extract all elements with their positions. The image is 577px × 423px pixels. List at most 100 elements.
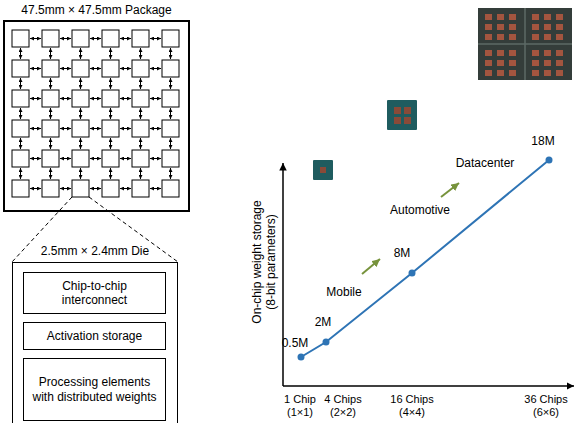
x-axis — [283, 385, 574, 387]
die — [532, 70, 539, 76]
scaling-line — [301, 160, 549, 357]
axis-tick-label: 36 Chips (6×6) — [518, 393, 574, 419]
chip-link — [60, 38, 71, 39]
die — [485, 50, 492, 56]
chip-square — [12, 60, 29, 77]
die — [509, 34, 516, 40]
chip-link — [170, 48, 171, 59]
die — [497, 50, 504, 56]
outline-heading: 2.5mm × 2.4mm Die — [13, 244, 177, 258]
chip-link — [50, 78, 51, 89]
value-label: 18M — [531, 134, 554, 148]
die — [320, 167, 326, 173]
axis-tick-label: 16 Chips (4×4) — [382, 393, 442, 419]
axis-title: On-chip weight storage (8-bit parameters… — [250, 192, 279, 332]
chip-square — [102, 30, 119, 47]
die — [544, 60, 551, 66]
chip-link — [150, 158, 161, 159]
chip-link — [80, 78, 81, 89]
chip-link — [60, 188, 71, 189]
trend-arrow — [441, 183, 459, 197]
chip-square — [42, 60, 59, 77]
outline-heading: 47.5mm × 47.5mm Package — [5, 3, 188, 17]
die — [556, 14, 563, 20]
chip-square — [42, 30, 59, 47]
chip-link — [170, 108, 171, 119]
chip-link — [50, 108, 51, 119]
chip-grid — [12, 30, 179, 197]
chip-square — [102, 150, 119, 167]
chip-link — [110, 78, 111, 89]
chip-link — [30, 68, 41, 69]
die — [509, 50, 516, 56]
chip-link — [170, 78, 171, 89]
chip-square — [102, 60, 119, 77]
chip-link — [20, 78, 21, 89]
chip-square — [102, 180, 119, 197]
chip-link — [90, 98, 101, 99]
chip-square — [12, 30, 29, 47]
chip-square — [72, 30, 89, 47]
chip-link — [30, 128, 41, 129]
chip-square — [132, 120, 149, 137]
chip-link — [140, 108, 141, 119]
die — [544, 50, 551, 56]
chip-square — [102, 90, 119, 107]
die — [544, 14, 551, 20]
chip-link — [120, 188, 131, 189]
chip-link — [110, 138, 111, 149]
chip-link — [50, 138, 51, 149]
die — [556, 60, 563, 66]
quadrant-divider — [478, 43, 572, 45]
data-point — [546, 157, 553, 164]
chip-link — [120, 38, 131, 39]
die-block: Chip-to-chip interconnect — [23, 272, 166, 314]
chip-square — [132, 60, 149, 77]
chip-link — [150, 128, 161, 129]
market-label: Mobile — [326, 285, 361, 299]
chip-square — [132, 150, 149, 167]
chip-square — [162, 150, 179, 167]
die — [532, 24, 539, 30]
die — [544, 70, 551, 76]
chip-link — [60, 128, 71, 129]
chip-link — [60, 68, 71, 69]
data-point — [323, 339, 330, 346]
market-label: Automotive — [390, 203, 450, 217]
chip-square — [162, 30, 179, 47]
chip-link — [80, 138, 81, 149]
chip-link — [110, 48, 111, 59]
chip-link — [30, 98, 41, 99]
chip-link — [140, 78, 141, 89]
chip-square — [72, 60, 89, 77]
chip-square — [162, 90, 179, 107]
chip-photo-small — [313, 160, 333, 180]
chip-square — [72, 180, 89, 197]
chip-square — [12, 150, 29, 167]
chip-link — [20, 168, 21, 179]
chip-link — [50, 48, 51, 59]
chip-square — [42, 150, 59, 167]
block-label: Processing elements with distributed wei… — [30, 375, 159, 404]
chip-square — [12, 180, 29, 197]
chip-square — [162, 60, 179, 77]
die — [532, 60, 539, 66]
die — [497, 34, 504, 40]
die — [497, 70, 504, 76]
chip-square — [102, 120, 119, 137]
die — [485, 14, 492, 20]
die-outline: Chip-to-chip interconnectActivation stor… — [12, 262, 178, 423]
chip-link — [90, 158, 101, 159]
chip-link — [140, 168, 141, 179]
die — [485, 60, 492, 66]
die — [404, 107, 411, 114]
chip-link — [20, 138, 21, 149]
die — [485, 34, 492, 40]
chip-link — [20, 108, 21, 119]
chip-link — [90, 128, 101, 129]
chip-link — [90, 68, 101, 69]
chip-link — [30, 38, 41, 39]
chip-link — [50, 168, 51, 179]
chip-link — [30, 158, 41, 159]
